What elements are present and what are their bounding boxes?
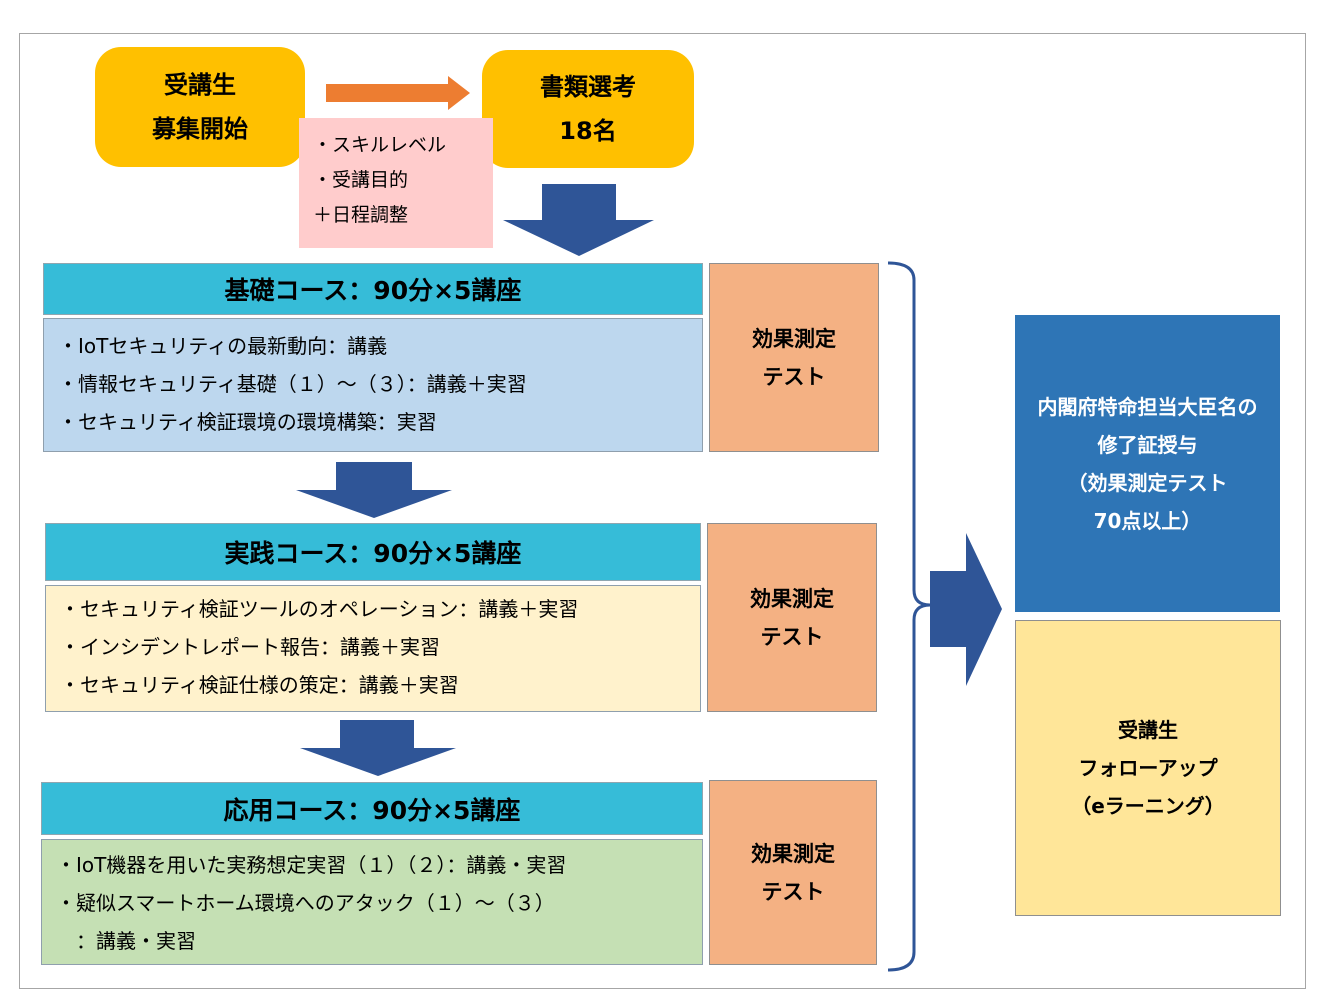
screening-line2: 18名: [559, 117, 617, 145]
followup-line: フォローアップ: [1078, 756, 1218, 780]
certificate-line: 修了証授与: [1097, 432, 1198, 457]
recruit-start-box: 受講生 募集開始: [95, 47, 305, 167]
followup-line: 受講生: [1118, 718, 1178, 742]
basic-evaluation-test: 効果測定 テスト: [709, 263, 879, 452]
practical-course-content: ・セキュリティ検証ツールのオペレーション：講義＋実習 ・インシデントレポート報告…: [45, 585, 701, 712]
right-curly-bracket: [887, 261, 931, 972]
evaluation-line2: テスト: [761, 879, 825, 904]
applied-course-content: ・IoT機器を用いた実務想定実習（１）（２）：講義・実習 ・疑似スマートホーム環…: [41, 839, 703, 965]
down-arrow-to-practical: [296, 462, 452, 518]
criteria-item: ・受講目的: [313, 169, 409, 191]
basic-course-content: ・IoTセキュリティの最新動向：講義 ・情報セキュリティ基礎（１）～（３）：講義…: [43, 318, 703, 452]
applied-course-header: 応用コース：90分×5講座: [41, 782, 703, 835]
screening-line1: 書類選考: [540, 73, 636, 101]
evaluation-line2: テスト: [762, 364, 826, 389]
evaluation-line1: 効果測定: [752, 326, 836, 351]
course-item: ・IoT機器を用いた実務想定実習（１）（２）：講義・実習: [56, 853, 567, 877]
orange-right-arrow: [326, 76, 470, 110]
course-item: ・セキュリティ検証環境の環境構築：実習: [58, 410, 437, 434]
right-arrow-to-results: [930, 533, 1002, 686]
applied-evaluation-test: 効果測定 テスト: [709, 780, 877, 965]
course-item: ：講義・実習: [56, 929, 196, 953]
practical-course-header: 実践コース：90分×5講座: [45, 523, 701, 581]
practical-evaluation-test: 効果測定 テスト: [707, 523, 877, 712]
practical-course-title: 実践コース：90分×5講座: [224, 539, 522, 568]
diagram-frame: [19, 33, 1306, 989]
screening-box: 書類選考 18名: [482, 50, 694, 168]
course-item: ・情報セキュリティ基礎（１）～（３）：講義＋実習: [58, 372, 527, 396]
down-arrow-to-applied: [300, 720, 456, 776]
course-item: ・疑似スマートホーム環境へのアタック（１）～（３）: [56, 891, 555, 915]
certificate-line: 内閣府特命担当大臣名の: [1037, 394, 1258, 419]
followup-box: 受講生 フォローアップ （eラーニング）: [1015, 620, 1281, 916]
course-item: ・セキュリティ検証仕様の策定：講義＋実習: [60, 673, 459, 697]
basic-course-title: 基礎コース：90分×5講座: [224, 276, 522, 305]
criteria-item: ・スキルレベル: [313, 134, 447, 156]
basic-course-header: 基礎コース：90分×5講座: [43, 263, 703, 315]
certificate-award-box: 内閣府特命担当大臣名の 修了証授与 （効果測定テスト 70点以上）: [1015, 315, 1280, 612]
criteria-item: ＋日程調整: [313, 204, 409, 226]
certificate-line: 70点以上）: [1093, 508, 1202, 533]
applied-course-title: 応用コース：90分×5講座: [223, 795, 521, 825]
down-arrow-to-basic: [503, 184, 654, 256]
evaluation-line2: テスト: [760, 624, 824, 649]
evaluation-line1: 効果測定: [751, 841, 835, 866]
followup-line: （eラーニング）: [1071, 794, 1225, 818]
certificate-line: （効果測定テスト: [1067, 470, 1228, 495]
screening-criteria-box: ・スキルレベル ・受講目的 ＋日程調整: [299, 118, 493, 248]
recruit-line1: 受講生: [164, 71, 236, 99]
course-item: ・インシデントレポート報告：講義＋実習: [60, 635, 440, 659]
evaluation-line1: 効果測定: [750, 586, 834, 611]
course-item: ・IoTセキュリティの最新動向：講義: [58, 334, 388, 358]
recruit-line2: 募集開始: [152, 115, 248, 143]
course-item: ・セキュリティ検証ツールのオペレーション：講義＋実習: [60, 597, 579, 621]
